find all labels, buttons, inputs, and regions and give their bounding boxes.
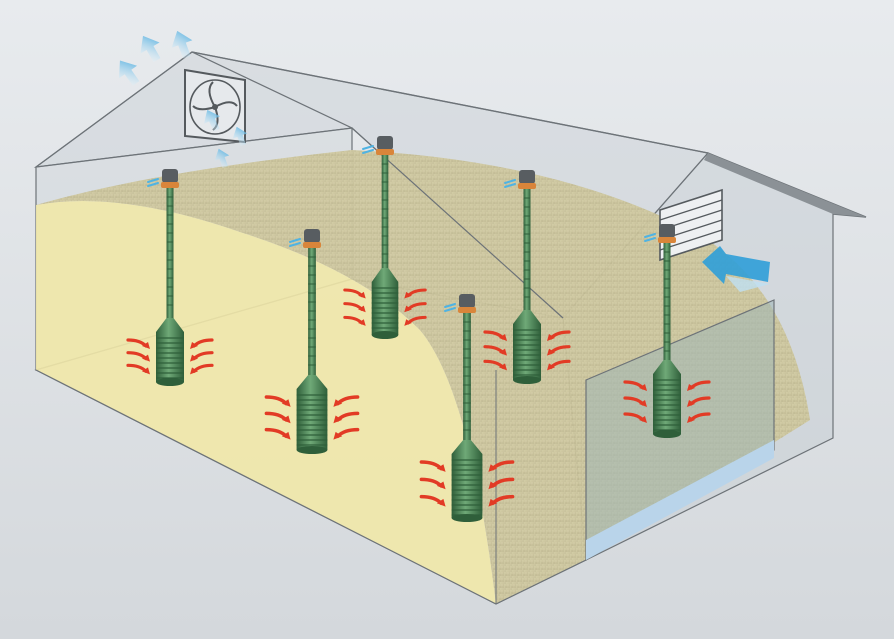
motor-collar [161,182,179,188]
motor-collar [518,183,536,189]
motor-icon [659,224,675,238]
aerator-base [297,446,328,454]
motor-icon [459,294,475,308]
motor-collar [658,237,676,243]
motor-icon [304,229,320,243]
motor-collar [458,307,476,313]
motor-collar [376,149,394,155]
motor-icon [377,136,393,150]
motor-icon [162,169,178,183]
aerator-base [156,378,184,386]
motor-icon [519,170,535,184]
aerator-screen [156,332,184,382]
aerator-base [452,514,483,522]
aerator-pipe [382,155,389,268]
motor-collar [303,242,321,248]
aerator-base [653,430,681,438]
aerator-screen [452,454,483,518]
aerator-base [372,331,399,339]
aerator-pipe [167,188,174,318]
aerator-screen [513,324,541,380]
aerator-base [513,376,541,384]
